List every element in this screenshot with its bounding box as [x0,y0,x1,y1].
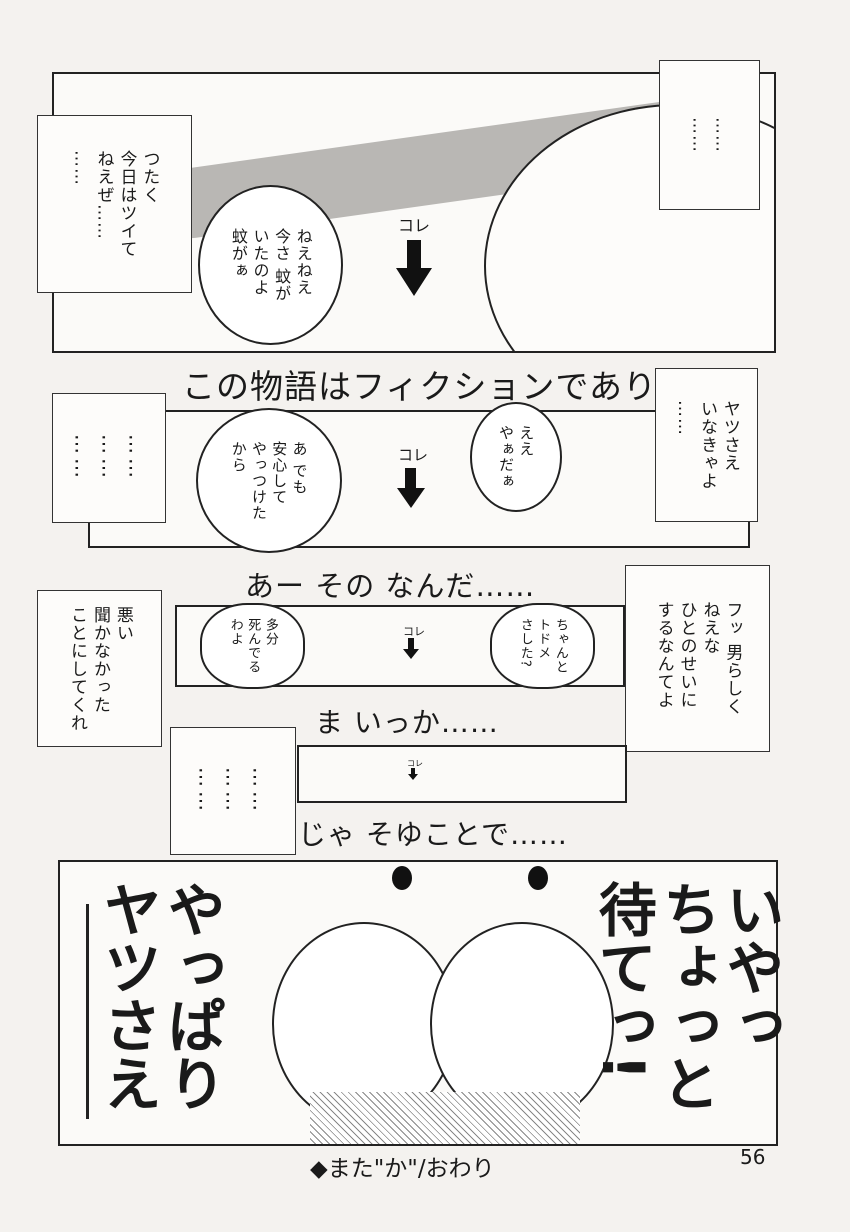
divider-line [86,904,89,1119]
narration-text: フッ 男らしく ねえな ひとのせいに するなんてよ [653,601,743,716]
narration-box: ヤツさえ いなきゃよ …… [655,368,758,522]
narration-text: …… …… …… [194,767,273,815]
speech-text: ちゃんと トドメ さした? [517,618,568,674]
narration-box: …… …… …… [52,393,166,523]
speech-text: ええ やぁだぁ [497,425,536,489]
narration-caption: ま いっか…… [315,706,499,739]
shout-text-right: いやっ ちょっと 待てっ! [588,880,785,1112]
narration-caption: この物語はフィクションであり [182,367,658,406]
hatched-area [310,1092,580,1144]
arrow-down-icon [407,240,421,270]
speech-bubble: ちゃんと トドメ さした? [490,603,595,689]
narration-text: つたく 今日はツイて ねえぜ…… …… [70,150,160,258]
panel-4 [297,745,627,803]
narration-text: …… …… …… [70,434,149,482]
arrow-down-icon [408,774,418,780]
kore-label: コレ [398,446,429,464]
narration-text: ヤツさえ いなきゃよ …… [674,400,740,490]
arrow-down-icon [405,468,416,490]
arrow-down-icon [396,268,432,296]
end-label: ◆また"か"/おわり [310,1156,495,1182]
panel-5 [58,860,778,1146]
speech-bubble: ええ やぁだぁ [470,402,562,512]
narration-text: 悪い 聞かなかった ことにしてくれ [67,605,133,732]
narration-text: …… …… [688,117,732,153]
narration-caption: あー その なんだ…… [245,569,536,603]
shout-text-left: やっぱり ヤツさえ [93,880,226,1112]
arrow-down-icon [408,638,414,650]
panel-1 [52,72,776,353]
narration-box: つたく 今日はツイて ねえぜ…… …… [37,115,192,293]
arrow-down-icon [411,768,415,775]
narration-box: フッ 男らしく ねえな ひとのせいに するなんてよ [625,565,770,752]
narration-caption: じゃ そゆことで…… [298,818,569,851]
speech-text: あ でも 安心して やっつけた から [229,440,309,521]
speech-text: 多分 死んでる わよ [227,618,278,674]
kore-label: コレ [403,625,425,638]
character-eye [528,866,548,890]
speech-bubble: ねえねえ 今さ 蚊が いたのよ 蚊がぁ [198,185,343,345]
speech-bubble: 多分 死んでる わよ [200,603,305,689]
character-eye [392,866,412,890]
narration-box: 悪い 聞かなかった ことにしてくれ [37,590,162,747]
panel-2 [88,410,750,548]
kore-label: コレ [398,216,431,235]
arrow-down-icon [397,488,425,508]
arrow-down-icon [403,649,419,659]
speech-text: ねえねえ 今さ 蚊が いたのよ 蚊がぁ [228,227,313,303]
narration-box: …… …… [659,60,760,210]
page-number: 56 [740,1145,766,1169]
narration-box: …… …… …… [170,727,296,855]
kore-label: コレ [407,759,423,768]
speech-bubble: あ でも 安心して やっつけた から [196,408,342,553]
